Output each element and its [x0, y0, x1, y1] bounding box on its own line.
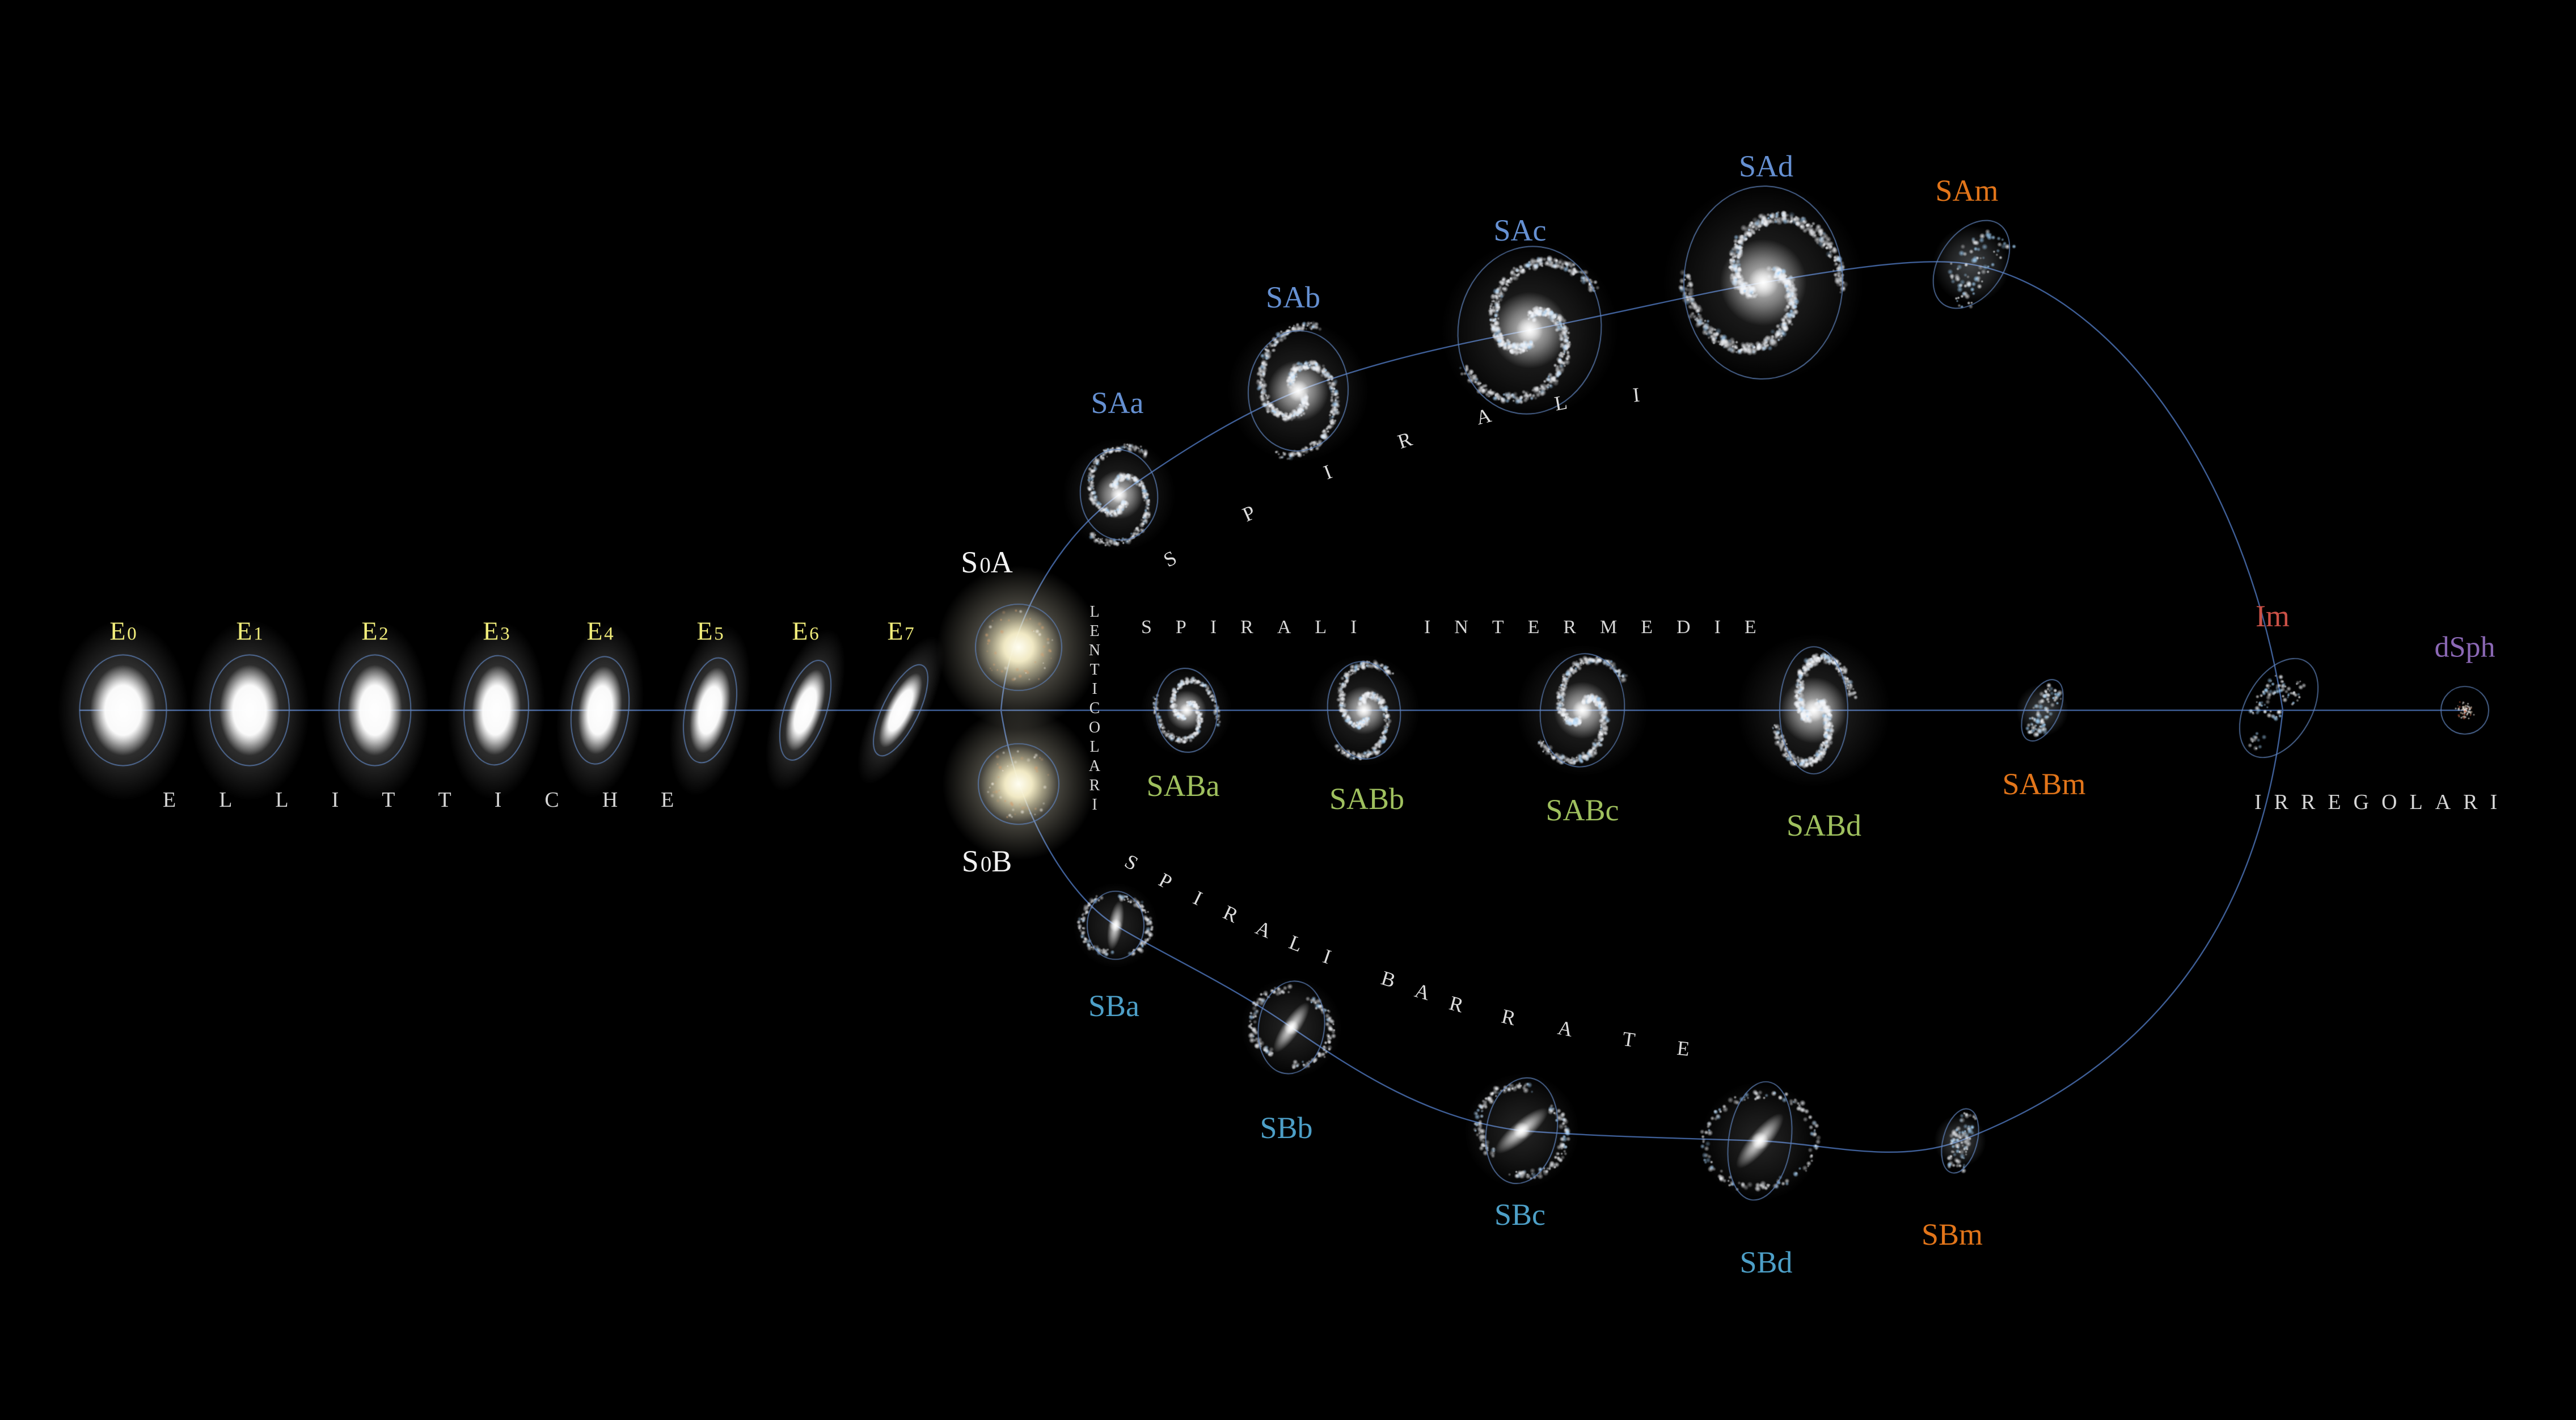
galaxy-e5 [684, 649, 736, 772]
galaxy-e3 [462, 647, 530, 773]
galaxy-sab [1228, 307, 1368, 475]
label-sac: SAc [1493, 213, 1547, 247]
label-e0: E0 [109, 616, 137, 646]
category-spirali-intermedie: SPIRALI INTERMEDIE [1141, 617, 1780, 638]
galaxy-sam [1927, 196, 2016, 333]
label-e4: E4 [586, 616, 614, 646]
label-s0a: S0A [961, 545, 1013, 579]
label-sab: SAb [1265, 280, 1321, 314]
label-sbm: SBm [1921, 1217, 1983, 1252]
galaxy-sabm [2018, 664, 2066, 756]
label-saa: SAa [1091, 386, 1144, 420]
label-e2: E2 [361, 616, 388, 646]
label-sam: SAm [1935, 174, 1999, 208]
label-sabc: SABc [1545, 793, 1619, 827]
label-saba: SABa [1146, 769, 1220, 803]
label-e1: E1 [236, 616, 263, 646]
label-im: Im [2256, 599, 2290, 633]
galaxy-s0b [962, 728, 1075, 841]
label-e7: E7 [887, 616, 914, 646]
galaxy-saa [1065, 431, 1173, 558]
galaxy-e1 [208, 647, 292, 774]
label-sabd: SABd [1786, 808, 1862, 842]
label-sabb: SABb [1329, 782, 1405, 816]
galaxy-e0 [77, 647, 169, 774]
label-sbd: SBd [1739, 1245, 1793, 1279]
label-sba: SBa [1088, 989, 1140, 1023]
galaxy-saba [1143, 651, 1229, 769]
galaxy-e4 [570, 648, 630, 772]
category-arc-letter: E [1675, 1036, 1691, 1061]
galaxy-im [2233, 633, 2325, 783]
galaxy-sabb [1313, 642, 1414, 779]
label-e6: E6 [792, 616, 819, 646]
galaxy-e6 [783, 651, 827, 770]
galaxy-sbb [1245, 962, 1337, 1093]
galaxy-s0a [958, 587, 1079, 708]
galaxy-sabc [1523, 631, 1641, 790]
label-dsph: dSph [2434, 631, 2495, 664]
galaxy-e2 [337, 647, 413, 774]
galaxy-sba [1076, 878, 1155, 973]
galaxy-sbc [1472, 1056, 1571, 1205]
label-sad: SAd [1738, 149, 1794, 183]
label-sbb: SBb [1260, 1111, 1313, 1145]
label-sabm: SABm [2002, 767, 2086, 801]
galaxy-sad [1652, 148, 1874, 418]
label-sbc: SBc [1494, 1198, 1546, 1232]
galaxy-sbd [1716, 1057, 1804, 1224]
galaxy-sabd [1766, 621, 1861, 799]
label-s0b: S0B [961, 844, 1012, 878]
label-e5: E5 [696, 616, 724, 646]
galaxy-sbm [1936, 1095, 1984, 1187]
label-e3: E3 [483, 616, 510, 646]
galaxy-e7 [881, 653, 919, 768]
galaxy-dsph [2431, 677, 2498, 744]
category-ellittiche: ELLITTICHE [163, 788, 717, 812]
category-irregolari: IRREGOLARI [2254, 790, 2510, 814]
